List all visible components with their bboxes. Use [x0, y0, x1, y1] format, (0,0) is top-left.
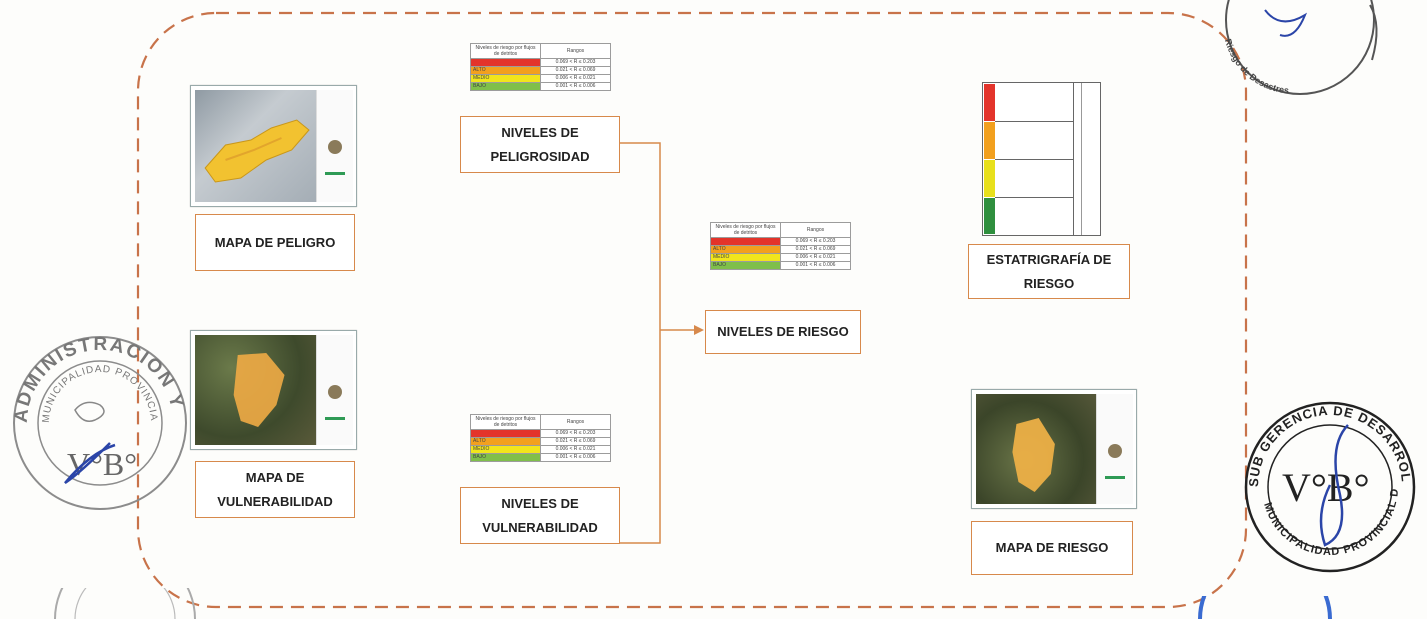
svg-text:V°B°: V°B°	[1282, 465, 1370, 510]
node-mapa-de-riesgo: MAPA DE RIESGO	[971, 521, 1133, 575]
node-mapa-de-vulnerabilidad: MAPA DE VULNERABILIDAD	[195, 461, 355, 518]
risk-map-thumbnail	[971, 389, 1137, 509]
svg-text:Riesgo de Desastres: Riesgo de Desastres	[1223, 38, 1289, 95]
strata-medium	[984, 160, 995, 197]
node-niveles-de-riesgo: NIVELES DE RIESGO	[705, 310, 861, 354]
risk-levels-table: Niveles de riesgo por flujos de detritos…	[710, 222, 851, 270]
stamp-bottom-right-partial	[1198, 596, 1332, 619]
vulnerability-map-thumbnail	[190, 330, 357, 450]
stamp-sub-gerencia-desarrollo-social: SUB GERENCIA DE DESARROLLO SOCIAL MUNICI…	[1240, 395, 1416, 573]
connector-lines	[620, 142, 698, 544]
process-frame	[136, 11, 1248, 609]
hazard-levels-table: Niveles de riesgo por flujos de detritos…	[470, 43, 611, 91]
signature-right	[1319, 424, 1349, 547]
signature-left	[64, 442, 116, 485]
hazard-map-thumbnail	[190, 85, 357, 207]
strata-low	[984, 198, 995, 234]
connector-peligrosidad	[620, 142, 661, 544]
strata-very-high	[984, 84, 995, 121]
stamp-administracion-finanzas: ADMINISTRACION Y FINANZAS MUNICIPALIDAD …	[5, 325, 187, 510]
stamp-top-right-partial: Riesgo de Desastres	[1223, 0, 1378, 95]
node-estratigrafia-de-riesgo: ESTATRIGRAFÍA DE RIESGO	[968, 244, 1130, 299]
risk-stratigraphy-thumbnail	[982, 82, 1101, 236]
node-mapa-de-peligro: MAPA DE PELIGRO	[195, 214, 355, 271]
node-niveles-de-peligrosidad: NIVELES DE PELIGROSIDAD	[460, 116, 620, 173]
strata-high	[984, 122, 995, 159]
connector-arrowhead	[694, 325, 704, 335]
vulnerability-levels-table: Niveles de riesgo por flujos de detritos…	[470, 414, 611, 462]
node-niveles-de-vulnerabilidad: NIVELES DE VULNERABILIDAD	[460, 487, 620, 544]
stamp-bottom-left-partial	[54, 588, 196, 619]
